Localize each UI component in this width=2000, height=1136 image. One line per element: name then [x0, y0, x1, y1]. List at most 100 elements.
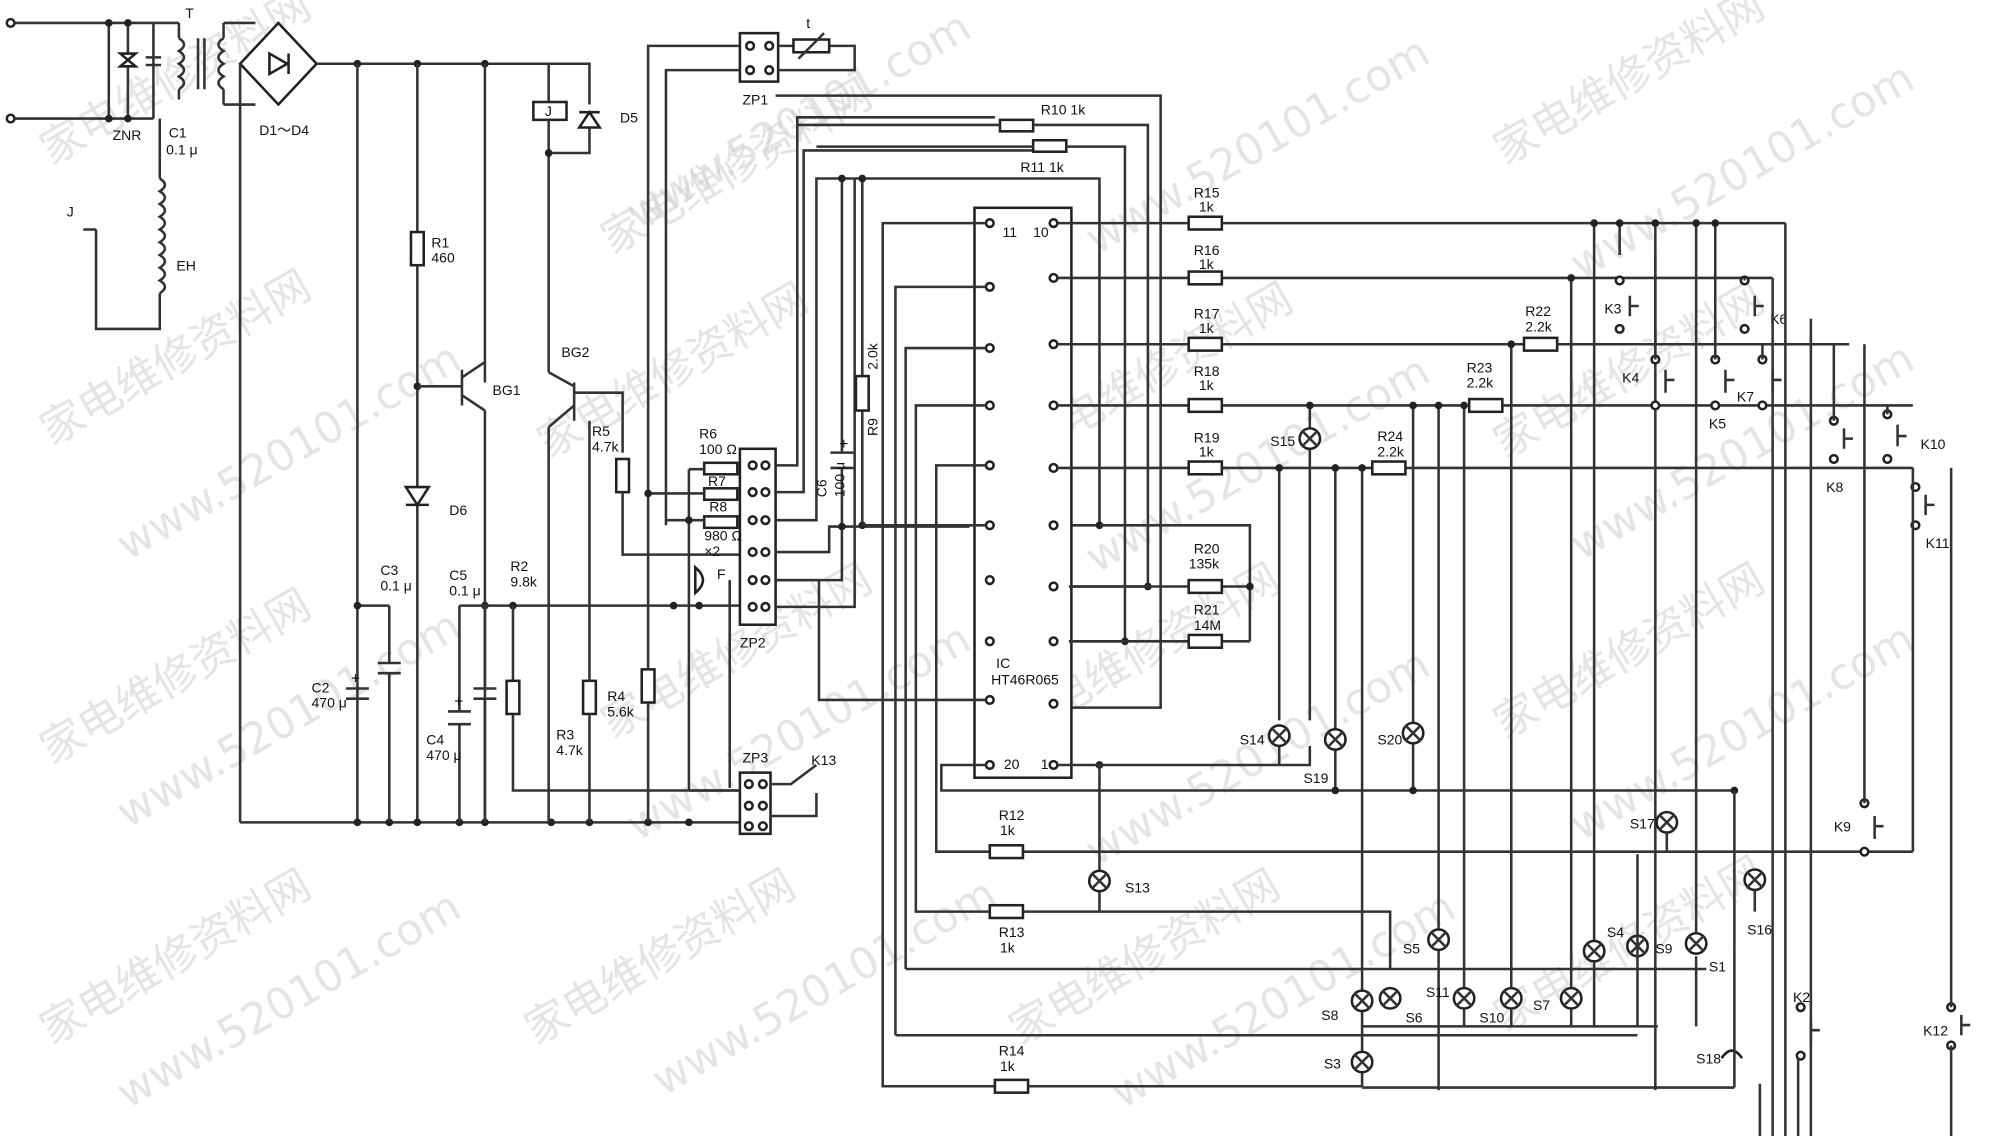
lamp-s5 — [1427, 928, 1451, 952]
switch-k11 — [1910, 481, 1935, 531]
label-s14: S14 — [1240, 732, 1265, 748]
value-c4: 470 μ — [426, 747, 461, 763]
label-r7: R7 — [708, 473, 726, 489]
resistor-r19 — [1187, 460, 1224, 476]
resistor-r4 — [640, 668, 656, 704]
label-k2: K2 — [1793, 989, 1810, 1005]
watermark-cn: 家电维修资料网 — [32, 261, 320, 456]
label-pin-20: 20 — [1004, 756, 1020, 772]
label-s16: S16 — [1747, 922, 1772, 938]
label-pin-1: 1 — [1041, 756, 1049, 772]
value-r8: 980 Ω — [704, 528, 742, 544]
label-relay-contact-j: J — [67, 204, 74, 220]
resistor-r5 — [614, 457, 631, 494]
value-r2: 9.8k — [510, 573, 537, 589]
label-r15: R15 — [1194, 185, 1220, 201]
watermark-url: www.520101.com — [618, 2, 979, 239]
switch-k2 — [1795, 1002, 1820, 1061]
label-c3: C3 — [380, 562, 398, 578]
lamp-s16 — [1743, 868, 1767, 892]
resistor-bank-r15-r21: R15 1k R16 1k R17 1k R18 1k R19 1k R20 1… — [1057, 185, 1913, 649]
label-r13: R13 — [999, 924, 1025, 940]
label-s13: S13 — [1125, 879, 1150, 895]
label-k10: K10 — [1921, 436, 1946, 452]
label-s15: S15 — [1270, 433, 1295, 449]
switch-k5 — [1710, 354, 1735, 411]
resistor-r20 — [1187, 578, 1224, 595]
resistor-r11 — [1031, 138, 1068, 153]
value-c3: 0.1 μ — [380, 577, 411, 593]
lamp-s8 — [1350, 989, 1374, 1013]
label-ic: IC — [996, 655, 1010, 671]
label-r23: R23 — [1467, 359, 1493, 375]
relay-driver-section: J D5 BG2 R5 4.7k R3 4.7k R4 5.6k — [532, 62, 740, 823]
lamp-s19 — [1323, 728, 1347, 751]
label-r20: R20 — [1194, 540, 1220, 556]
label-s9: S9 — [1655, 941, 1672, 957]
label-f: F — [717, 566, 726, 582]
label-t-thermistor: t — [806, 15, 810, 31]
lamp-s1 — [1684, 932, 1708, 955]
label-c1: C1 — [169, 125, 187, 141]
lamp-s3 — [1350, 1050, 1374, 1074]
label-k9: K9 — [1834, 818, 1851, 834]
resistor-r9 — [854, 374, 870, 412]
value-r24: 2.2k — [1377, 443, 1404, 459]
label-s1: S1 — [1709, 959, 1726, 975]
value-r21: 14M — [1194, 617, 1221, 633]
label-r21: R21 — [1194, 602, 1220, 618]
lamp-s18 — [1720, 1049, 1744, 1059]
resistor-r13 — [988, 903, 1025, 920]
value-c2: 470 μ — [312, 695, 347, 711]
label-r16: R16 — [1194, 242, 1220, 258]
label-zp1: ZP1 — [742, 92, 768, 108]
label-r17: R17 — [1194, 306, 1220, 322]
regulator-section: R1 460 D6 BG1 — [403, 230, 521, 823]
label-k6: K6 — [1770, 311, 1787, 327]
resistors-r12-r14: R12 1k R13 1k R14 1k — [988, 807, 1030, 1094]
value-r1: 460 — [431, 250, 455, 266]
label-s11: S11 — [1426, 984, 1450, 1000]
label-bg1: BG1 — [493, 382, 521, 398]
transistor-bg1 — [460, 361, 487, 823]
resistor-r10 — [998, 118, 1035, 133]
resistor-r17 — [1187, 336, 1224, 352]
label-k7: K7 — [1737, 389, 1754, 405]
resistor-r21 — [1187, 633, 1224, 649]
label-s4: S4 — [1607, 924, 1624, 940]
ic-body — [973, 206, 1073, 780]
label-t: T — [185, 5, 194, 21]
value-r4: 5.6k — [607, 704, 634, 720]
label-c4: C4 — [426, 732, 444, 748]
switch-k3 — [1614, 275, 1639, 335]
label-s3: S3 — [1324, 1055, 1341, 1071]
lamp-s20 — [1401, 721, 1425, 745]
label-s19: S19 — [1303, 770, 1328, 786]
label-s6: S6 — [1405, 1010, 1422, 1026]
value-r23: 2.2k — [1467, 375, 1494, 391]
zp3-connector: ZP3 K13 — [687, 580, 836, 836]
label-k3: K3 — [1604, 301, 1621, 317]
transformer-primary — [176, 37, 186, 91]
value-r16: 1k — [1199, 256, 1215, 272]
label-s18: S18 — [1696, 1050, 1721, 1066]
label-r8: R8 — [709, 498, 727, 514]
label-r6: R6 — [699, 426, 717, 442]
label-r18: R18 — [1194, 363, 1220, 379]
watermark-cn: 家电维修资料网 — [529, 274, 817, 469]
label-c2: C2 — [312, 679, 330, 695]
svg-text:+: + — [351, 670, 360, 687]
value-c6: 100 μ — [831, 462, 847, 497]
resistor-r18 — [1187, 397, 1224, 414]
diode-d5 — [576, 109, 603, 129]
label-r5: R5 — [592, 423, 610, 439]
switch-k8 — [1828, 415, 1853, 465]
label-x2: ×2 — [704, 543, 720, 559]
lamp-s4 — [1582, 939, 1606, 963]
svg-text:+: + — [454, 693, 463, 710]
lamp-s17 — [1655, 810, 1679, 834]
lamp-s11 — [1452, 986, 1476, 1010]
mains-input-section: ZNR C1 0.1 μ T EH J D1～D4 — [5, 5, 358, 823]
connector-zp1 — [738, 31, 780, 83]
